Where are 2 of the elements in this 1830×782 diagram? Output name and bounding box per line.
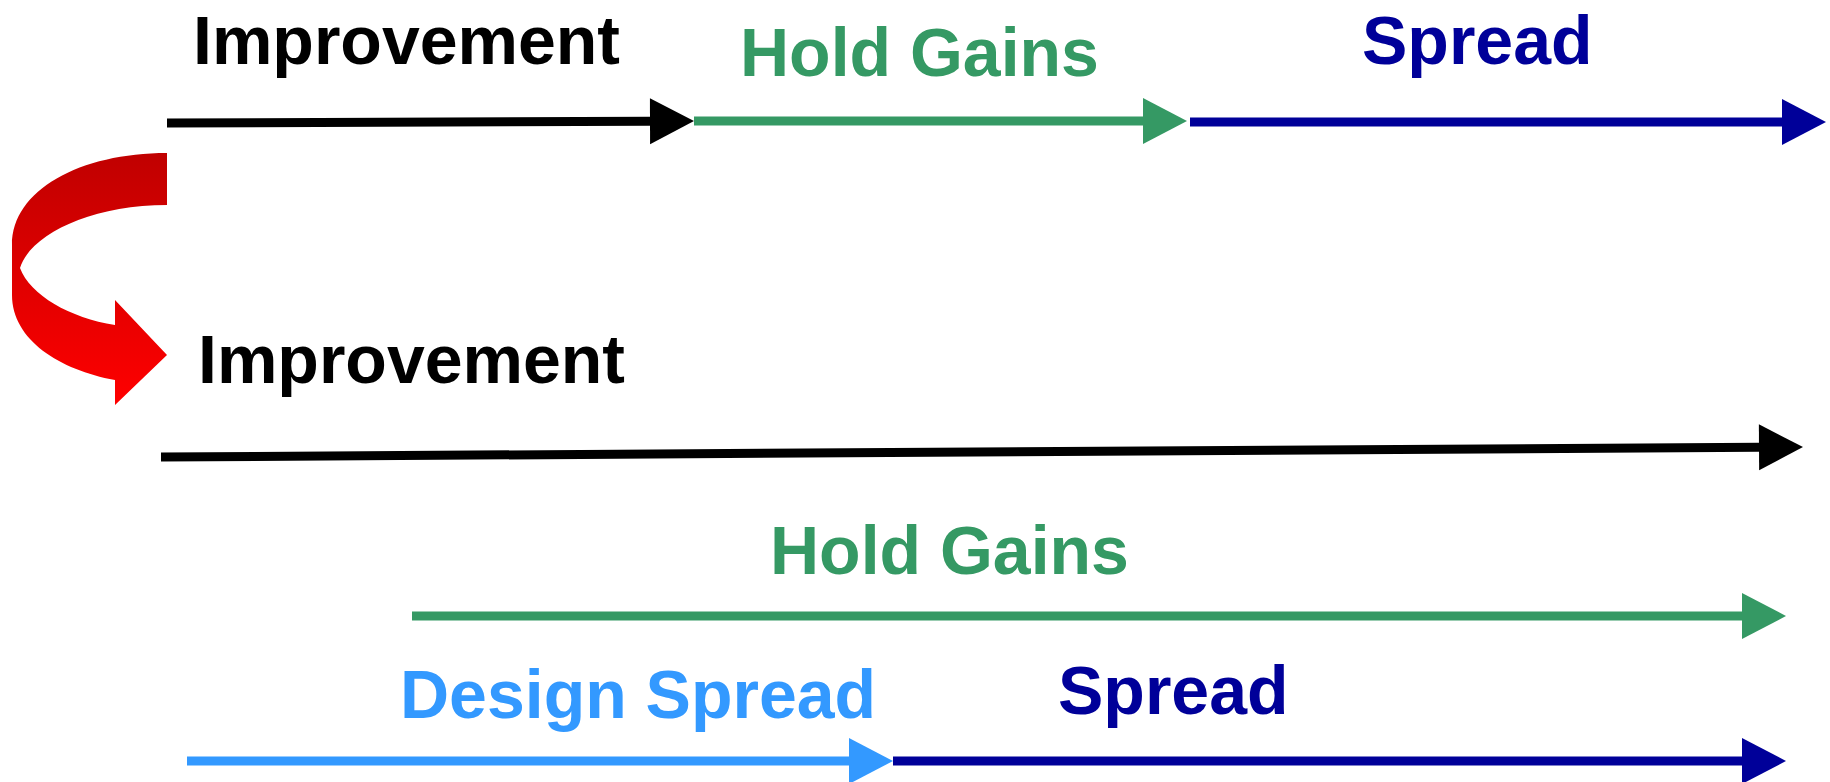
phase-label: Hold Gains (770, 516, 1129, 584)
phase-label: Hold Gains (740, 18, 1099, 86)
